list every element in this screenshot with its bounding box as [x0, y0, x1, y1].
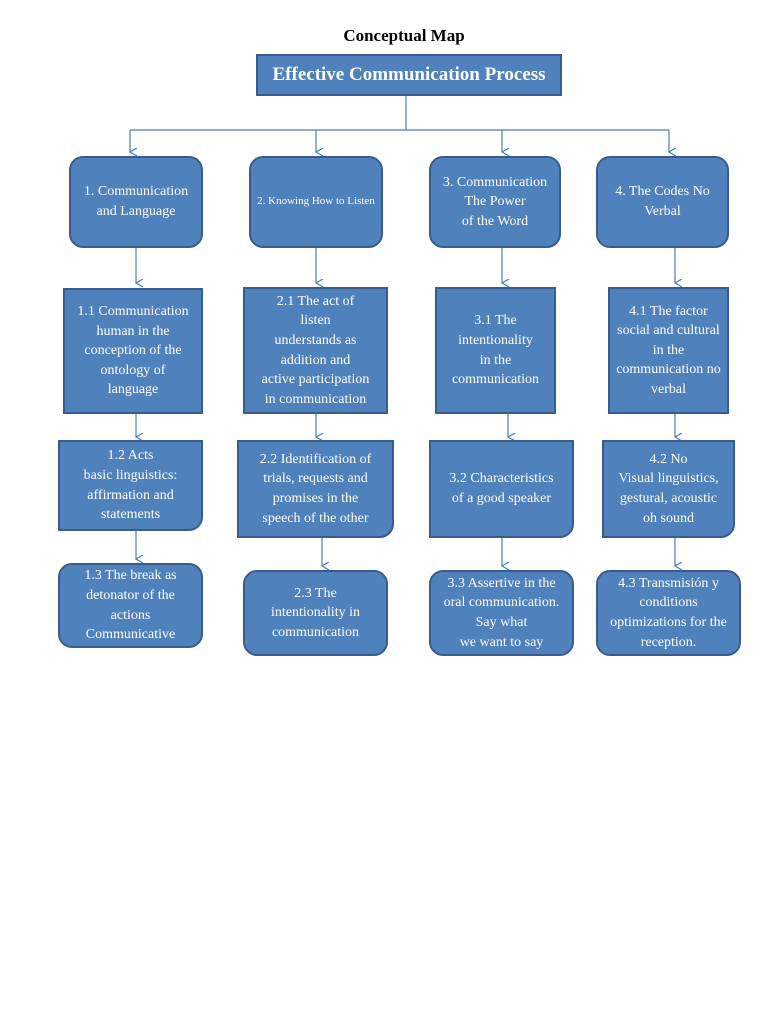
node-1-3: 1.3 The break as detonator of the action… — [58, 563, 203, 648]
node-2-1: 2.1 The act of listen understands as add… — [243, 287, 388, 414]
root-node: Effective Communication Process — [256, 54, 562, 96]
node-3-2: 3.2 Characteristics of a good speaker — [429, 440, 574, 538]
node-4-2: 4.2 No Visual linguistics, gestural, aco… — [602, 440, 735, 538]
branch-3-node: 3. Communication The Power of the Word — [429, 156, 561, 248]
node-1-2: 1.2 Acts basic linguistics: affirmation … — [58, 440, 203, 531]
node-3-3: 3.3 Assertive in the oral communication.… — [429, 570, 574, 656]
node-2-2: 2.2 Identification of trials, requests a… — [237, 440, 394, 538]
node-3-1: 3.1 The intentionality in the communicat… — [435, 287, 556, 414]
node-2-3: 2.3 The intentionality in communication — [243, 570, 388, 656]
node-4-1: 4.1 The factor social and cultural in th… — [608, 287, 729, 414]
node-4-3: 4.3 Transmisión y conditions optimizatio… — [596, 570, 741, 656]
node-1-1: 1.1 Communication human in the conceptio… — [63, 288, 203, 414]
branch-1-node: 1. Communication and Language — [69, 156, 203, 248]
branch-4-node: 4. The Codes No Verbal — [596, 156, 729, 248]
page-title: Conceptual Map — [343, 26, 465, 45]
branch-2-node: 2. Knowing How to Listen — [249, 156, 383, 248]
